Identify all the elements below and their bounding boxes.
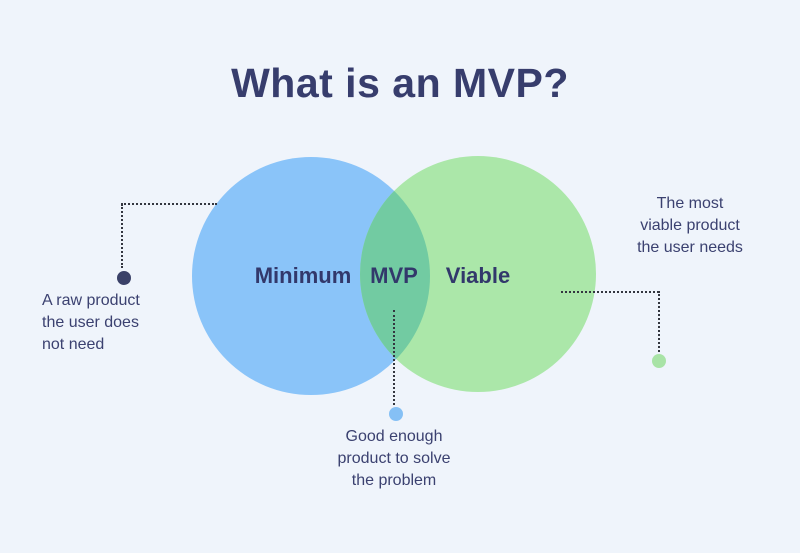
minimum-circle — [192, 157, 430, 395]
left-connector-horizontal — [121, 203, 217, 205]
right-connector-horizontal — [561, 291, 659, 293]
bottom-annotation-text: Good enough product to solve the problem — [337, 428, 451, 489]
left-connector-vertical — [121, 204, 123, 268]
minimum-label: Minimum — [254, 263, 352, 288]
right-dot-marker — [652, 354, 666, 368]
left-annotation-text: A raw product the user does not need — [42, 292, 140, 353]
left-dot-marker — [117, 271, 131, 285]
right-connector-vertical — [658, 291, 660, 352]
mvp-label: MVP — [370, 263, 418, 288]
bottom-connector-vertical — [393, 310, 395, 405]
viable-label: Viable — [445, 263, 511, 288]
bottom-dot-marker — [389, 407, 403, 421]
right-annotation-text: The most viable product the user needs — [637, 195, 743, 256]
viable-circle — [360, 156, 596, 392]
page-title: What is an MVP? — [231, 60, 569, 106]
